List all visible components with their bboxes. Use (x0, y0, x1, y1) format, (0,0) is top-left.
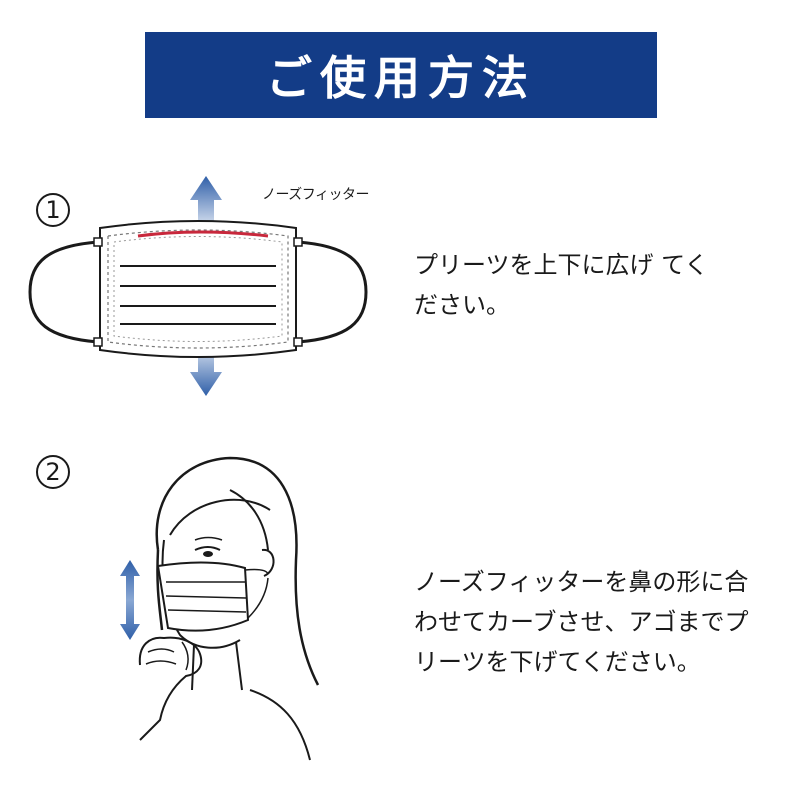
step-2-number: 2 (36, 455, 70, 489)
step-1-number: 1 (36, 193, 70, 227)
step-2-instruction: ノーズフィッターを鼻の形に合 わせてカーブさせ、アゴまでプ リーツを下げてくださ… (414, 568, 749, 676)
woman-wearing-mask-illustration (120, 456, 320, 761)
nose-fitter-label: ノーズフィッター (262, 187, 370, 203)
step-1-instruction: プリーツを上下に広げ てく ださい。 (414, 251, 709, 319)
mask-illustration (28, 176, 368, 396)
arrow-down-icon (190, 350, 222, 396)
title-banner: ご使用方法 (145, 32, 657, 118)
arrow-up-icon (190, 176, 222, 222)
page-title: ご使用方法 (266, 51, 536, 105)
up-down-arrow-icon (120, 560, 140, 640)
